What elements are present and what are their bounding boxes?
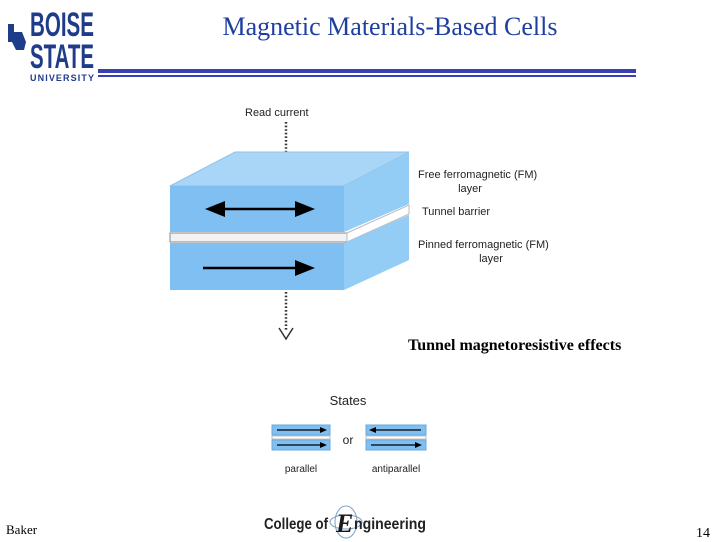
author-name: Baker xyxy=(6,522,38,537)
read-current-label: Read current xyxy=(245,107,309,119)
coe-e-letter: E xyxy=(335,509,353,538)
free-layer-label-line2: layer xyxy=(458,183,482,195)
pinned-layer-arrow xyxy=(203,260,315,276)
college-of-engineering-logo: College of E ngineering xyxy=(264,505,426,539)
antiparallel-state xyxy=(365,424,427,451)
pinned-layer-front xyxy=(170,243,344,290)
page-number: 14 xyxy=(696,526,710,541)
slide-title: Magnetic Materials-Based Cells xyxy=(222,12,558,41)
tunnel-barrier-label: Tunnel barrier xyxy=(422,206,490,218)
tunnel-barrier-side xyxy=(346,204,410,243)
logo-line-boise: BOISE xyxy=(30,6,94,44)
coe-orbit-icon xyxy=(334,505,358,539)
parallel-label: parallel xyxy=(285,464,317,475)
free-layer-side xyxy=(344,152,409,232)
coe-left-text: College of xyxy=(264,516,329,533)
boise-state-logo: BOISE STATE UNIVERSITY xyxy=(8,6,94,83)
title-rule-thin xyxy=(98,75,636,77)
states-or-label: or xyxy=(343,433,354,447)
free-layer-arrow xyxy=(205,201,315,217)
pinned-layer-label-line2: layer xyxy=(479,253,503,265)
antiparallel-label: antiparallel xyxy=(372,464,420,475)
title-rule xyxy=(98,69,636,73)
read-current-arrowhead xyxy=(278,327,294,341)
state-shape-icon xyxy=(8,24,26,50)
coe-right-text: ngineering xyxy=(354,516,426,533)
states-title: States xyxy=(330,393,367,408)
tunnel-barrier-front xyxy=(169,232,348,243)
parallel-state xyxy=(271,424,331,451)
pinned-layer-label-line1: Pinned ferromagnetic (FM) xyxy=(418,239,549,251)
pinned-layer-side xyxy=(344,215,409,290)
free-layer-label-line1: Free ferromagnetic (FM) xyxy=(418,169,537,181)
diagram-caption: Tunnel magnetoresistive effects xyxy=(408,337,622,354)
mtj-diagram: Read current Free ferromagnetic (FM) lay… xyxy=(169,107,549,475)
logo-line-state: STATE xyxy=(30,38,94,76)
